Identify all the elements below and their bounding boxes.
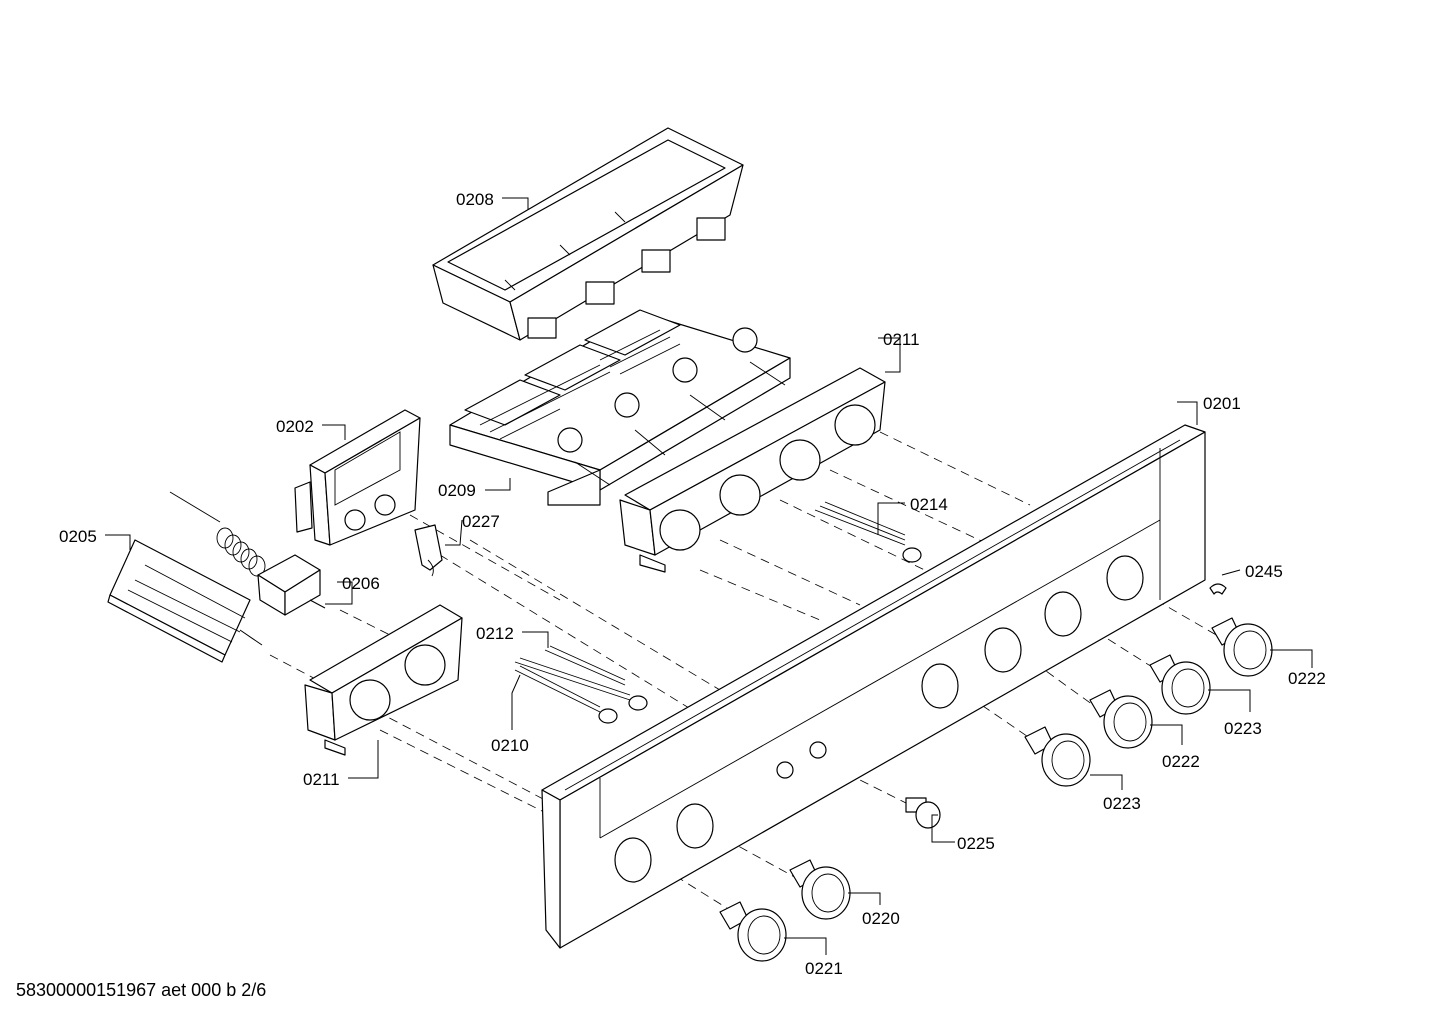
callout-0223-b: 0223 xyxy=(1103,794,1141,813)
callout-0209: 0209 xyxy=(438,481,476,500)
callout-0222-b: 0222 xyxy=(1162,752,1200,771)
part-0201-control-panel xyxy=(541,424,1206,949)
part-0212-0210-wire-harnesses xyxy=(514,645,648,724)
callout-0210: 0210 xyxy=(491,736,529,755)
callout-0227: 0227 xyxy=(462,512,500,531)
knob-0222-a xyxy=(1211,617,1273,677)
part-knobs xyxy=(719,617,1273,962)
part-0227-clip xyxy=(414,524,443,577)
callout-0223-a: 0223 xyxy=(1224,719,1262,738)
part-0214-wire-harness xyxy=(814,501,922,563)
knob-0223-a xyxy=(1149,654,1211,715)
callout-0221: 0221 xyxy=(805,959,843,978)
callout-0220: 0220 xyxy=(862,909,900,928)
callout-0225: 0225 xyxy=(957,834,995,853)
callout-0211-top: 0211 xyxy=(883,330,920,349)
part-0211-bracket-lower xyxy=(304,604,463,756)
part-0225-button xyxy=(905,797,941,829)
document-code: 58300000151967 aet 000 b 2/6 xyxy=(16,980,267,1000)
callout-0208: 0208 xyxy=(456,190,494,209)
callout-labels: 0208 0211 0201 0202 0209 0214 0227 0205 … xyxy=(59,190,1326,978)
callout-0201: 0201 xyxy=(1203,394,1241,413)
callout-0211-bottom: 0211 xyxy=(303,770,340,789)
part-0206-spring xyxy=(169,491,266,577)
knob-0223-b xyxy=(1024,726,1091,787)
callout-0245: 0245 xyxy=(1245,562,1283,581)
callout-0206: 0206 xyxy=(342,574,380,593)
callout-0212: 0212 xyxy=(476,624,514,643)
part-0205-rotary-switch xyxy=(107,539,263,663)
part-0245-cap xyxy=(1209,583,1227,595)
knob-0221 xyxy=(719,901,787,962)
part-0206-thermostat xyxy=(257,554,326,616)
callout-0205: 0205 xyxy=(59,527,97,546)
callout-0214: 0214 xyxy=(910,495,948,514)
part-0211-bracket-upper xyxy=(619,367,886,573)
callout-0222-a: 0222 xyxy=(1288,669,1326,688)
leader-lines xyxy=(105,197,1313,955)
part-0208-tray xyxy=(432,127,744,341)
callout-0202: 0202 xyxy=(276,417,314,436)
part-0202-timer-module xyxy=(294,409,421,546)
part-0209-terminal-block xyxy=(449,309,791,506)
knob-0222-b xyxy=(1089,689,1153,749)
knob-0220 xyxy=(789,859,851,920)
